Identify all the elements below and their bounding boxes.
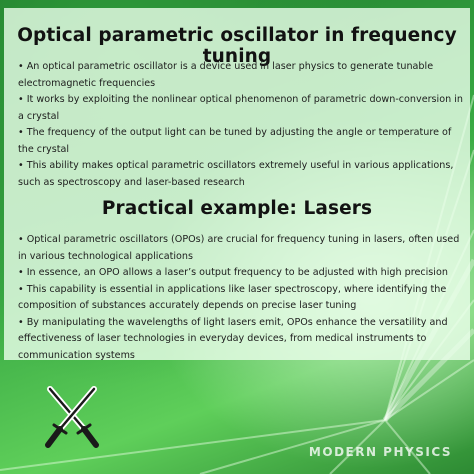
example-bullet: Optical parametric oscillators (OPOs) ar… (18, 232, 466, 265)
crossed-sabers-icon (45, 386, 99, 448)
brand-watermark: MODERN PHYSICS (308, 445, 452, 459)
intro-bullet: An optical parametric oscillator is a de… (18, 59, 466, 92)
intro-bullet: This ability makes optical parametric os… (18, 158, 466, 191)
intro-bullet: It works by exploiting the nonlinear opt… (18, 92, 466, 125)
intro-bullet: The frequency of the output light can be… (18, 125, 466, 158)
example-bullet: In essence, an OPO allows a laser’s outp… (18, 265, 466, 282)
example-bullet: This capability is essential in applicat… (18, 282, 466, 315)
intro-bullet-list: An optical parametric oscillator is a de… (18, 59, 466, 191)
example-bullet-list: Optical parametric oscillators (OPOs) ar… (18, 232, 466, 364)
section-title: Practical example: Lasers (101, 198, 373, 219)
example-bullet: By manipulating the wavelengths of light… (18, 315, 466, 365)
